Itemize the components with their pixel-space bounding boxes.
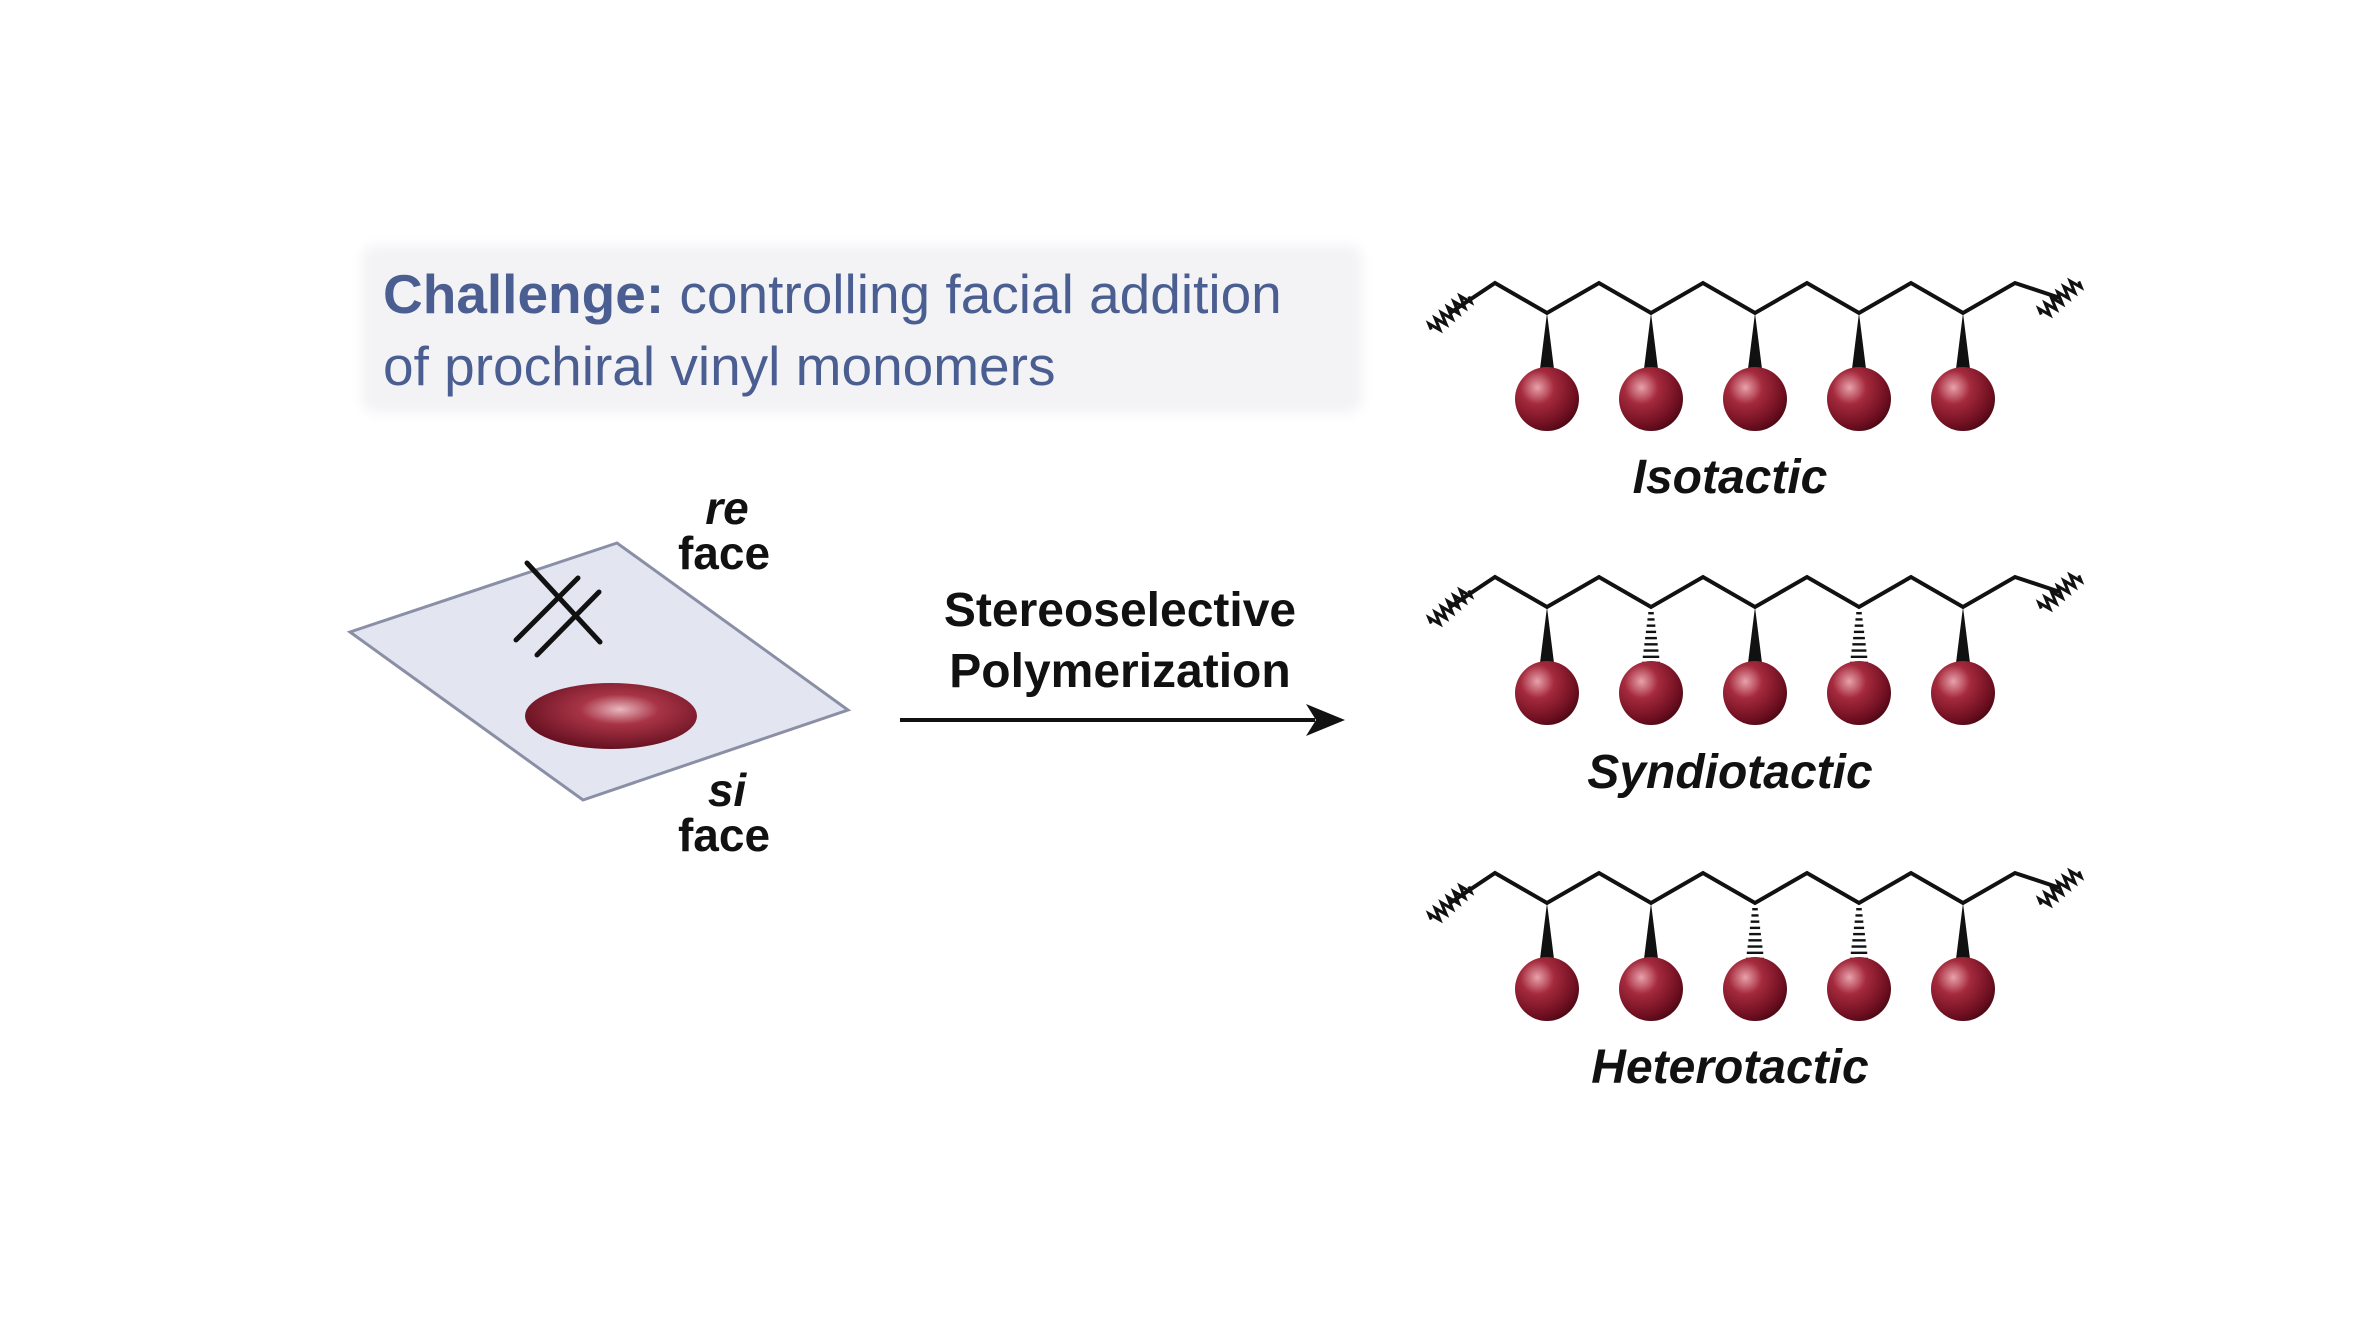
substituent-sphere xyxy=(1619,661,1683,725)
wedge-bond xyxy=(1644,903,1658,959)
chain-backbone xyxy=(1448,280,2061,316)
chain-syndiotactic: Syndiotactic xyxy=(1425,571,2085,799)
substituent-sphere xyxy=(1827,957,1891,1021)
substituent-sphere xyxy=(1827,367,1891,431)
chain-end-right-squiggle xyxy=(2035,867,2085,909)
re-label: re xyxy=(705,482,748,534)
chain-end-right-squiggle xyxy=(2035,571,2085,613)
hashed-bond xyxy=(1642,612,1660,665)
substituent-sphere xyxy=(1931,661,1995,725)
wedge-bond xyxy=(1540,313,1554,369)
substituent-sphere xyxy=(1515,661,1579,725)
si-label: si xyxy=(708,764,748,816)
wedge-bond xyxy=(1956,313,1970,369)
wedge-bond xyxy=(1644,313,1658,369)
chain-end-left-squiggle xyxy=(1425,292,1475,334)
substituent-sphere xyxy=(1723,957,1787,1021)
chain-isotactic: Isotactic xyxy=(1425,277,2085,504)
challenge-label: Challenge: xyxy=(383,263,664,325)
chain-heterotactic: Heterotactic xyxy=(1425,867,2085,1094)
wedge-bond xyxy=(1852,313,1866,369)
wedge-bond xyxy=(1540,903,1554,959)
substituent-sphere xyxy=(1723,367,1787,431)
challenge-box: Challenge: controlling facial addition o… xyxy=(362,245,1362,413)
chain-label: Isotactic xyxy=(1633,451,1828,504)
vinyl-bonds xyxy=(513,560,603,658)
chain-label: Heterotactic xyxy=(1591,1041,1868,1094)
chain-backbone xyxy=(1448,574,2061,610)
substituent-sphere xyxy=(1931,957,1995,1021)
wedge-bond xyxy=(1956,903,1970,959)
hashed-bond xyxy=(1850,908,1868,961)
reaction-arrow: Stereoselective Polymerization xyxy=(900,584,1345,736)
substituent-disc xyxy=(525,683,697,749)
substituent-sphere xyxy=(1515,957,1579,1021)
chain-backbone xyxy=(1448,870,2061,906)
substituent-sphere xyxy=(1619,367,1683,431)
chain-end-left-squiggle xyxy=(1425,882,1475,924)
wedge-bond xyxy=(1748,607,1762,663)
hashed-bond xyxy=(1850,612,1868,665)
chain-end-left-squiggle xyxy=(1425,586,1475,628)
wedge-bond xyxy=(1748,313,1762,369)
chain-label: Syndiotactic xyxy=(1587,746,1872,799)
arrow-label-line-2: Polymerization xyxy=(949,645,1290,698)
challenge-line-1: Challenge: controlling facial addition xyxy=(383,263,1282,325)
chain-end-right-squiggle xyxy=(2035,277,2085,319)
wedge-bond xyxy=(1540,607,1554,663)
re-face-label: face xyxy=(678,527,770,579)
prochiral-monomer-figure: re face si face xyxy=(346,482,852,861)
challenge-line-2: of prochiral vinyl monomers xyxy=(383,335,1055,397)
challenge-line-1-rest: controlling facial addition xyxy=(664,263,1282,325)
substituent-sphere xyxy=(1931,367,1995,431)
arrow-label-line-1: Stereoselective xyxy=(944,584,1296,637)
si-face-label: face xyxy=(678,809,770,861)
wedge-bond xyxy=(1956,607,1970,663)
prochiral-plane xyxy=(346,541,852,802)
substituent-sphere xyxy=(1619,957,1683,1021)
hashed-bond xyxy=(1746,908,1764,961)
substituent-sphere xyxy=(1827,661,1891,725)
substituent-sphere xyxy=(1515,367,1579,431)
substituent-sphere xyxy=(1723,661,1787,725)
arrowhead xyxy=(1306,704,1345,736)
